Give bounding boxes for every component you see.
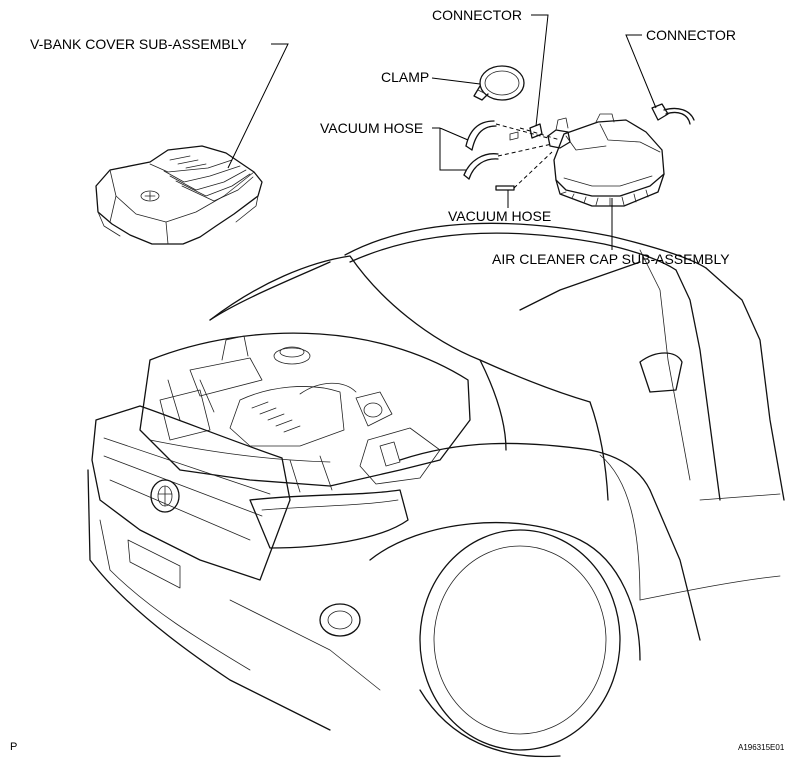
vacuum-hose-top-label: VACUUM HOSE: [320, 120, 424, 136]
air-cleaner-cap-label: AIR CLEANER CAP SUB-ASSEMBLY: [492, 251, 730, 267]
v-bank-cover-label: V-BANK COVER SUB-ASSEMBLY: [30, 36, 247, 52]
vacuum-hose-bottom-label: VACUUM HOSE: [448, 208, 552, 224]
page-marker-p: P: [10, 741, 18, 753]
right-connector-drawing: [651, 103, 695, 125]
vehicle-drawing: [87, 222, 785, 758]
vacuum-hoses-drawing: [463, 120, 515, 191]
small-connector-drawing: [509, 123, 543, 141]
clamp-label: CLAMP: [381, 69, 430, 85]
air-cleaner-cap-drawing: [547, 113, 665, 207]
clamp-drawing: [473, 65, 525, 101]
figure-id: A196315E01: [738, 743, 785, 752]
v-bank-cover-drawing: [95, 145, 263, 245]
connector-right-label: CONNECTOR: [646, 27, 736, 43]
leader-lines: [227, 14, 657, 250]
connector-top-label: CONNECTOR: [432, 7, 522, 23]
